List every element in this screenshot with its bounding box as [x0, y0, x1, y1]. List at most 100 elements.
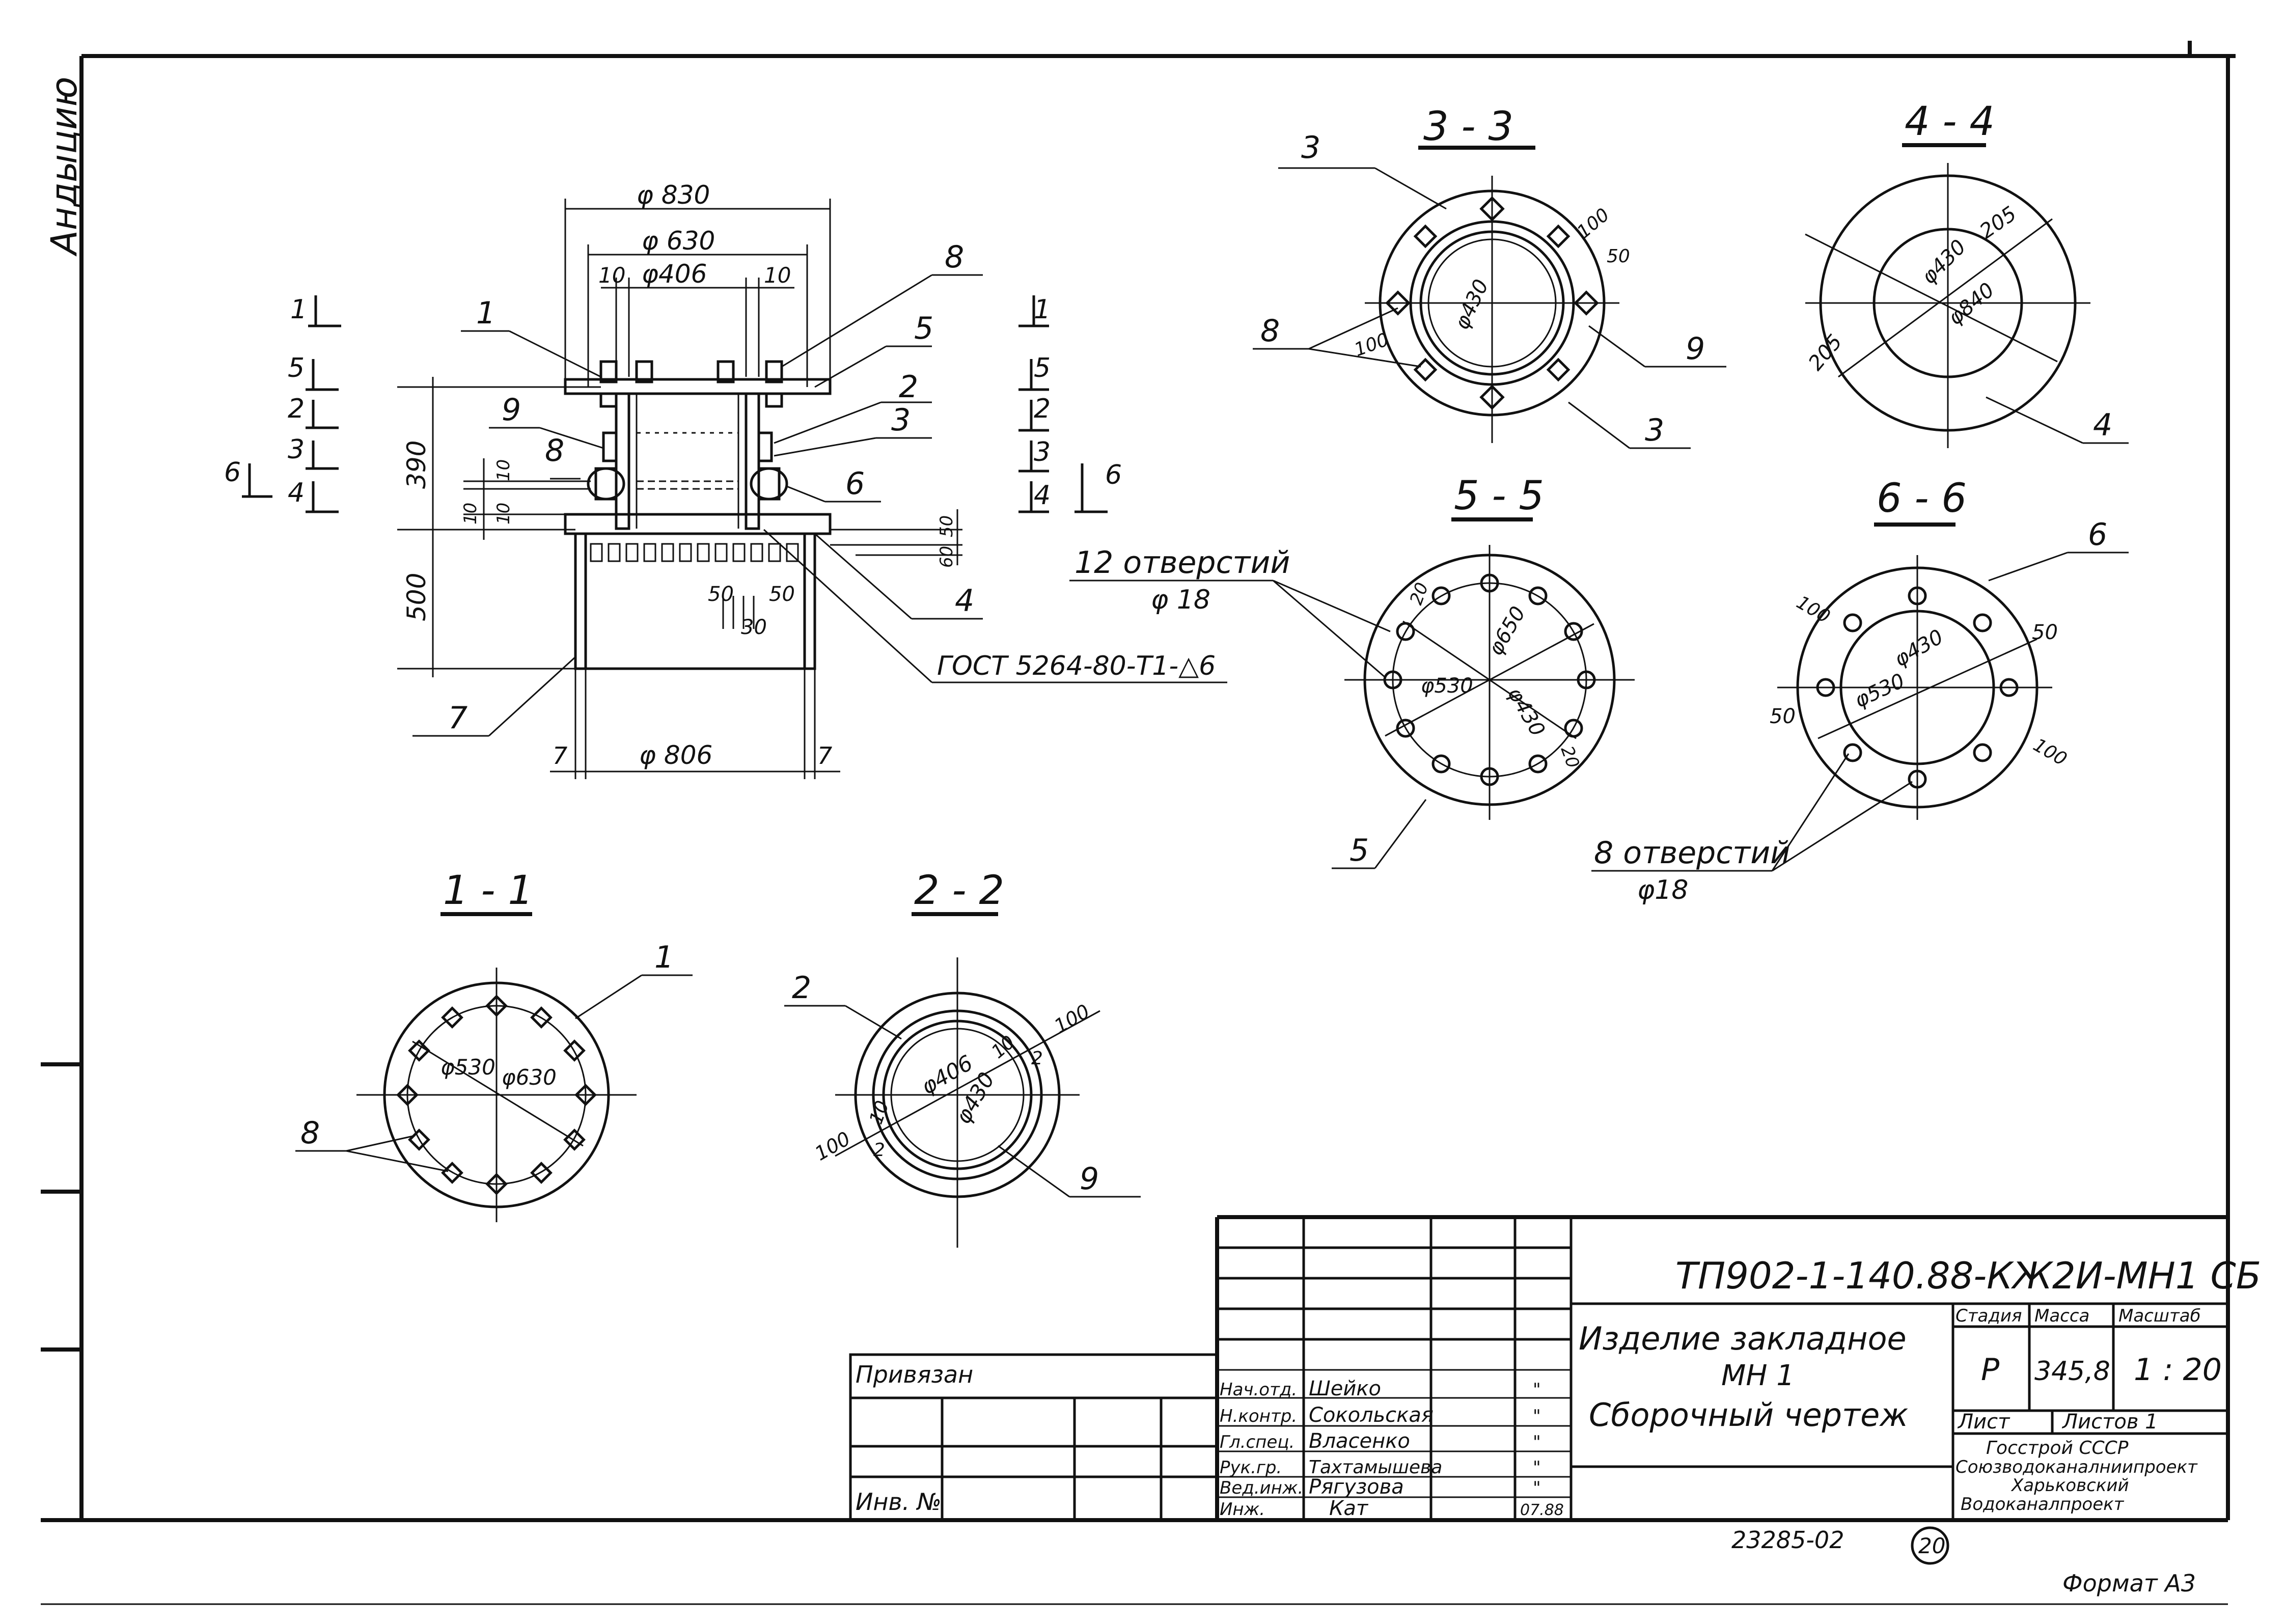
svg-text:Власенко: Власенко	[1309, 1429, 1410, 1453]
svg-text:8: 8	[300, 1115, 320, 1151]
svg-text:8: 8	[1260, 313, 1280, 349]
svg-text:Рягузова: Рягузова	[1309, 1475, 1404, 1499]
callout-7: 7	[448, 700, 467, 736]
dim-10-b: 10	[493, 503, 514, 525]
svg-text:50: 50	[1770, 705, 1796, 728]
slot-row	[590, 543, 799, 562]
dim-30: 30	[741, 616, 767, 639]
format-label: Формат А3	[2062, 1570, 2196, 1597]
callout-4: 4	[955, 583, 974, 619]
svg-text:345,8: 345,8	[2034, 1356, 2110, 1387]
svg-text:100: 100	[2030, 734, 2071, 770]
svg-text:φ18: φ18	[1637, 875, 1688, 905]
svg-text:φ530: φ530	[440, 1055, 495, 1080]
svg-text:3: 3	[1645, 412, 1664, 448]
side-label: Андыцию	[43, 77, 85, 257]
title-3-3: 3 - 3	[1423, 104, 1513, 150]
svg-text:φ840: φ840	[1944, 278, 1999, 329]
dim-630: φ 630	[642, 226, 715, 256]
callout-6: 6	[845, 466, 865, 502]
svg-text:6: 6	[1105, 460, 1122, 490]
archive-number: 23285-02	[1731, 1526, 1844, 1554]
diamond-lugs	[1385, 196, 1599, 410]
svg-text:9: 9	[1686, 331, 1705, 367]
product-line2: МН 1	[1721, 1359, 1795, 1392]
svg-text:5: 5	[288, 353, 305, 383]
section-marks-left: 1 5 2 3 6 4	[224, 294, 341, 513]
svg-text:4: 4	[2093, 407, 2112, 443]
dim-60-right: 60	[937, 546, 957, 568]
svg-text:Стадия: Стадия	[1956, 1306, 2022, 1326]
diamond-lugs-12	[396, 995, 597, 1195]
dim-50-right: 50	[937, 515, 957, 537]
svg-text:5: 5	[1349, 833, 1369, 868]
svg-text:": "	[1533, 1457, 1541, 1478]
title-4-4: 4 - 4	[1905, 99, 1995, 145]
svg-text:12 отверстий: 12 отверстий	[1075, 545, 1290, 581]
callouts: 1 5 2 3 8 9 6 4 7 8	[412, 239, 983, 737]
svg-text:φ630: φ630	[502, 1065, 557, 1090]
dim-390: 390	[402, 441, 431, 489]
svg-text:φ530: φ530	[1851, 669, 1909, 712]
svg-text:1: 1	[290, 294, 307, 325]
section-2-2: 2 - 2 φ406 φ430 100 100 10 10 2 2 2 9	[784, 868, 1141, 1248]
svg-text:2: 2	[873, 1140, 885, 1161]
section-5-5: 5 - 5 φ530 φ650 φ430 20 20 12 отверст	[1069, 473, 1635, 869]
callout-3: 3	[891, 402, 911, 438]
svg-text:φ430: φ430	[1890, 625, 1947, 671]
svg-text:3: 3	[1034, 437, 1051, 467]
svg-text:Масса: Масса	[2034, 1306, 2089, 1326]
dim-10-right: 10	[764, 263, 791, 288]
privyazan-label: Привязан	[856, 1361, 973, 1388]
callout-8-top: 8	[945, 239, 964, 275]
svg-text:2: 2	[1034, 394, 1051, 424]
section-marks-right: 1 5 2 3 6 4	[1018, 294, 1122, 513]
gost-weld-note: ГОСТ 5264-80-Т1-△6	[937, 651, 1216, 681]
section-6-6: 6 - 6 φ430 φ530 100 50 50 100 6 8 отверс…	[1591, 476, 2129, 905]
section-4-4: 4 - 4 φ430 φ840 205 205 4	[1804, 99, 2129, 448]
svg-text:Масштаб: Масштаб	[2118, 1306, 2201, 1326]
svg-text:Вед.инж.: Вед.инж.	[1220, 1478, 1303, 1498]
svg-text:5: 5	[1034, 353, 1051, 383]
svg-text:1 : 20: 1 : 20	[2134, 1352, 2222, 1388]
title-1-1: 1 - 1	[443, 868, 533, 914]
callout-5: 5	[914, 311, 933, 346]
svg-text:Н.контр.: Н.контр.	[1220, 1406, 1297, 1426]
svg-text:205: 205	[1804, 330, 1847, 375]
svg-text:100: 100	[1793, 592, 1834, 627]
sheet-number-circle	[1911, 1526, 1949, 1565]
dim-50-b1: 50	[708, 583, 734, 606]
svg-text:Союзводоканалниипроект: Союзводоканалниипроект	[1956, 1457, 2198, 1477]
svg-text:3: 3	[288, 434, 305, 465]
inv-label: Инв. №	[856, 1488, 942, 1516]
svg-text:1: 1	[654, 940, 674, 975]
svg-text:2: 2	[1031, 1048, 1043, 1069]
top-bolts	[599, 360, 783, 408]
svg-text:Нач.отд.: Нач.отд.	[1220, 1380, 1297, 1400]
svg-text:Водоканалпроект: Водоканалпроект	[1961, 1494, 2125, 1515]
svg-text:8 отверстий: 8 отверстий	[1594, 835, 1790, 871]
svg-text:Шейко: Шейко	[1309, 1377, 1381, 1400]
svg-text:Госстрой СССР: Госстрой СССР	[1986, 1438, 2129, 1458]
title-5-5: 5 - 5	[1454, 473, 1544, 519]
dim-10-left: 10	[598, 263, 625, 288]
dim-830: φ 830	[637, 180, 710, 210]
svg-text:2: 2	[288, 394, 305, 424]
svg-text:1: 1	[1034, 294, 1051, 325]
title-6-6: 6 - 6	[1877, 476, 1967, 521]
svg-text:4: 4	[1034, 480, 1051, 511]
weld-hatching	[637, 432, 738, 515]
dim-406: φ406	[642, 259, 707, 289]
dim-500: 500	[402, 573, 431, 621]
svg-text:φ430: φ430	[1917, 235, 1971, 289]
signature-rows: Нач.отд. Шейко " Н.контр. Сокольская " Г…	[1220, 1377, 1564, 1520]
dim-7-left: 7	[553, 742, 567, 769]
sheet-number: 20	[1918, 1533, 1945, 1558]
section-1-1: 1 - 1 φ530 φ630 1 8	[295, 868, 693, 1222]
dim-806: φ 806	[639, 740, 712, 770]
main-elevation-view: φ 830 φ 630 10 φ406 10	[224, 180, 1227, 779]
svg-text:φ530: φ530	[1421, 674, 1473, 698]
svg-text:": "	[1533, 1380, 1541, 1400]
product-line1: Изделие закладное	[1579, 1320, 1907, 1357]
